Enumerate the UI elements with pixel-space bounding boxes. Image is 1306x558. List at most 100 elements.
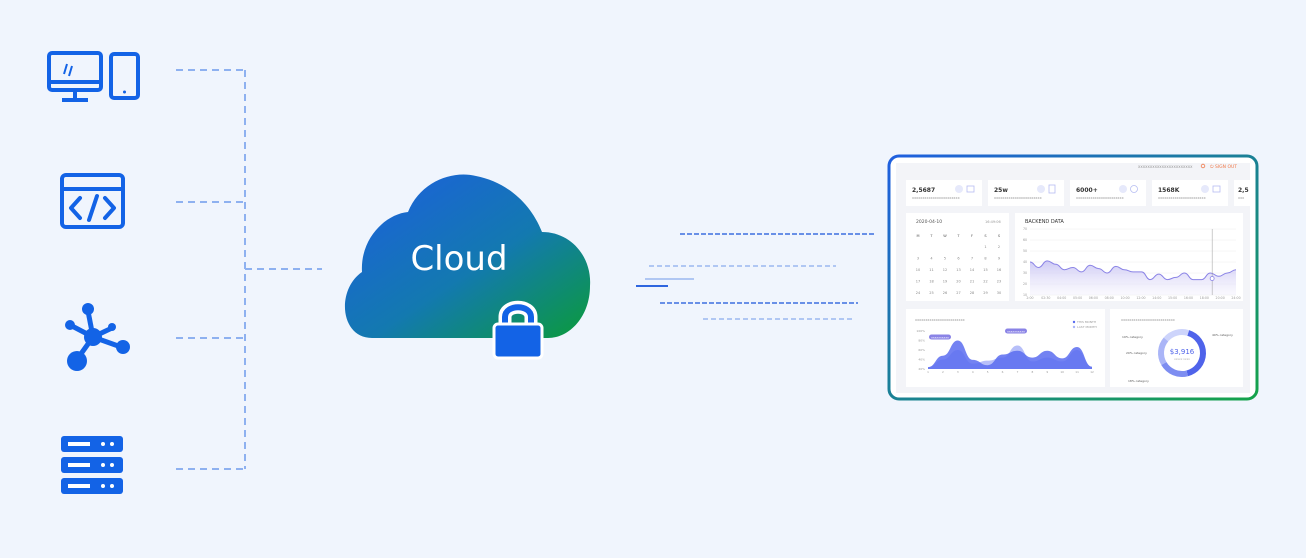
x-tick-label: 2:00	[1026, 296, 1033, 300]
x-tick-label: 6	[1002, 370, 1004, 374]
x-tick-label: 14:00	[1152, 296, 1161, 300]
calendar-day[interactable]: 12	[943, 268, 947, 272]
area-chart-title: xxxxxxxxxxxxxxxxxxxxxxxx	[915, 318, 965, 322]
calendar-day[interactable]: 15	[983, 268, 987, 272]
donut-slice	[1161, 362, 1188, 378]
y-tick-label: 70	[1023, 227, 1027, 231]
x-tick-label: 10:00	[1120, 296, 1129, 300]
connector-lines	[176, 69, 322, 470]
x-tick-label: 12:00	[1136, 296, 1145, 300]
x-tick-label: 8	[1031, 370, 1033, 374]
calendar-weekday: T	[929, 234, 933, 238]
calendar-day[interactable]: 1	[984, 245, 986, 249]
calendar-day[interactable]: 21	[970, 280, 974, 284]
calendar-day[interactable]: 20	[956, 280, 960, 284]
donut-slice-label: 19% category	[1122, 335, 1143, 339]
calendar-day[interactable]: 13	[956, 268, 960, 272]
stat-cards: 2,5687 xxxxxxxxxxxxxxxxxxxxxxx 25w xxxxx…	[906, 180, 1250, 206]
x-tick-label: 9	[1046, 370, 1048, 374]
y-tick-label: 60	[1023, 238, 1027, 242]
y-tick-label: 30	[1023, 271, 1027, 275]
y-tick-label: 50	[1023, 249, 1027, 253]
x-tick-label: 11	[1075, 370, 1079, 374]
calendar-weekday: F	[971, 234, 973, 238]
transfer-lines	[636, 233, 876, 320]
donut-slice-label: 20% category	[1126, 351, 1147, 355]
cloud-label: Cloud	[410, 239, 507, 279]
legend-dot	[1072, 325, 1076, 329]
donut-slice-label: 40% category	[1212, 333, 1233, 337]
stat-value: 2,5	[1238, 187, 1249, 194]
stat-value: 2,5687	[912, 187, 935, 194]
calendar-day[interactable]: 14	[970, 268, 975, 272]
calendar-day[interactable]: 30	[997, 291, 1001, 295]
x-tick-label: 15:00	[1168, 296, 1177, 300]
calendar-day[interactable]: 5	[944, 257, 946, 261]
calendar-day[interactable]: 25	[929, 291, 933, 295]
donut-slice-label: 18% category	[1128, 379, 1149, 383]
x-tick-label: 24:00	[1231, 296, 1240, 300]
x-tick-label: 18:00	[1200, 296, 1209, 300]
calendar-day[interactable]: 19	[943, 280, 947, 284]
lock-icon	[492, 300, 544, 360]
x-tick-label: 3	[957, 370, 959, 374]
x-tick-label: 20:00	[1216, 296, 1225, 300]
calendar-day[interactable]: 29	[983, 291, 987, 295]
calendar-day[interactable]: 7	[971, 257, 973, 261]
donut-slice	[1186, 330, 1207, 377]
calendar-day[interactable]: 27	[956, 291, 960, 295]
stat-desc: xxxxxxxxxxxxxxxxxxxxxxx	[994, 196, 1042, 200]
calendar-weekday: T	[956, 234, 960, 238]
donut-slice	[1163, 328, 1190, 342]
stat-value: 1568K	[1158, 187, 1180, 194]
calendar-day[interactable]: 24	[916, 291, 921, 295]
x-tick-label: 02:30	[1041, 296, 1050, 300]
y-tick-label: 20	[1023, 282, 1027, 286]
server-icon	[61, 436, 123, 494]
area-tag-bubble	[1005, 328, 1027, 334]
calendar-day[interactable]: 16	[997, 268, 1001, 272]
calendar-day[interactable]: 6	[957, 257, 959, 261]
donut-chart-title: xxxxxxxxxxxxxxxxxxxxxxxxxx	[1121, 318, 1175, 322]
calendar-time: 16:49:06	[985, 220, 1001, 224]
calendar-day[interactable]: 10	[916, 268, 920, 272]
code-window-icon	[60, 173, 125, 229]
calendar-day[interactable]: 3	[917, 257, 919, 261]
calendar-weekday: S	[984, 234, 987, 238]
calendar-day[interactable]: 9	[998, 257, 1000, 261]
calendar-day[interactable]: 18	[929, 280, 933, 284]
legend-label: THIS MONTH	[1076, 320, 1096, 324]
stat-desc: xxxxxxxxxxxxxxxxxxxxxxx	[1158, 196, 1206, 200]
stat-value: 6000+	[1076, 187, 1098, 194]
user-icon	[1200, 163, 1206, 169]
calendar-day[interactable]: 11	[929, 268, 933, 272]
y-tick-label: 80%	[918, 339, 925, 343]
area-tag-label: xxxxxxxxxx	[1007, 330, 1025, 334]
calendar-day[interactable]: 28	[970, 291, 974, 295]
legend-label: LAST MONTH	[1077, 325, 1097, 329]
devices-icon	[47, 51, 140, 102]
x-tick-label: 2	[942, 370, 944, 374]
calendar-day[interactable]: 2	[998, 245, 1000, 249]
calendar-day[interactable]: 23	[997, 280, 1001, 284]
chart-cursor-point	[1209, 276, 1215, 281]
calendar-day[interactable]: 8	[984, 257, 986, 261]
backend-data-area	[1030, 260, 1236, 295]
calendar-day[interactable]: 22	[983, 280, 987, 284]
calendar-weekday: W	[943, 234, 947, 238]
legend-dot	[1072, 320, 1076, 324]
x-tick-label: 1	[927, 370, 929, 374]
y-tick-label: 60%	[918, 348, 925, 352]
x-tick-label: 16:00	[1184, 296, 1193, 300]
donut-slice	[1158, 337, 1169, 366]
signout-link[interactable]: ⏻ SIGN OUT	[1210, 164, 1237, 170]
calendar-day[interactable]: 26	[943, 291, 947, 295]
calendar-day[interactable]: 4	[930, 257, 933, 261]
donut-center-label: xxxxx xxxx	[1174, 357, 1190, 361]
x-tick-label: 10	[1060, 370, 1064, 374]
area-tag-label: xxxxxxxxxx	[931, 336, 949, 340]
calendar-day[interactable]: 17	[916, 280, 920, 284]
x-tick-label: 5	[987, 370, 989, 374]
